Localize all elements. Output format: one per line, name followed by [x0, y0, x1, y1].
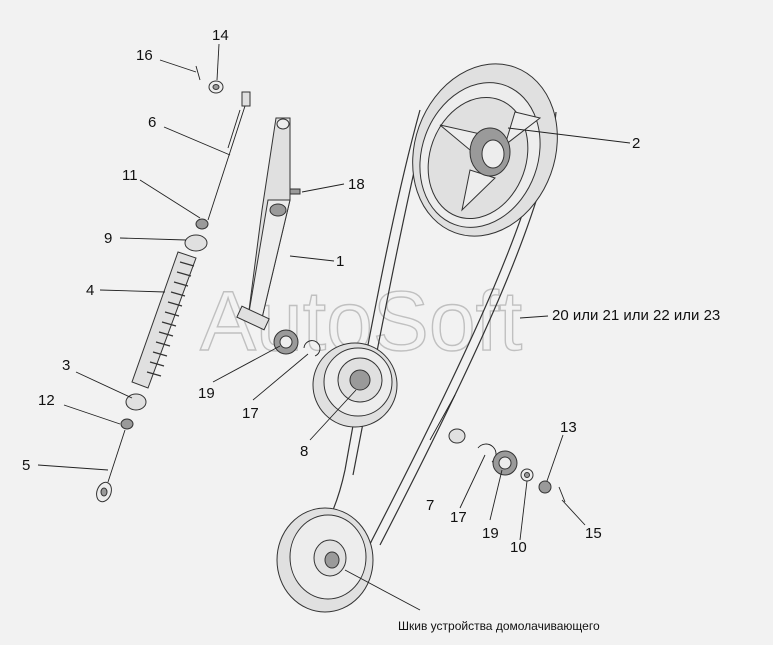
washer-10	[520, 468, 534, 482]
nut-12	[120, 418, 134, 430]
bearing-right	[492, 450, 518, 476]
label-15: 15	[585, 525, 602, 542]
label-12: 12	[38, 392, 55, 409]
label-19-left: 19	[198, 385, 215, 402]
label-16: 16	[136, 47, 153, 64]
tension-arm	[236, 117, 291, 331]
spacer-7	[448, 428, 466, 444]
label-3: 3	[62, 357, 70, 374]
part-labels: 1 2 3 4 5 6 7 8 9 10 11 12 13 14 15 16 1…	[22, 27, 720, 633]
bolt-18	[289, 188, 301, 195]
label-6: 6	[148, 114, 156, 131]
label-17-left: 17	[242, 405, 259, 422]
label-13: 13	[560, 419, 577, 436]
label-20-23: 20 или 21 или 22 или 23	[552, 307, 720, 324]
leader-lines	[37, 43, 631, 611]
label-7: 7	[426, 497, 434, 514]
bearing-left	[273, 329, 299, 355]
label-17-right: 17	[450, 509, 467, 526]
label-11: 11	[122, 167, 138, 184]
spring-seat-9	[184, 234, 208, 252]
tension-pulley	[312, 342, 398, 428]
label-1: 1	[336, 253, 344, 270]
label-5: 5	[22, 457, 30, 474]
label-9: 9	[104, 230, 112, 247]
label-19-right: 19	[482, 525, 499, 542]
washer-14	[208, 80, 224, 94]
nut-13	[538, 480, 552, 494]
cotter-pin-15	[558, 486, 566, 503]
nut-11	[195, 218, 209, 230]
label-8: 8	[300, 443, 308, 460]
cotter-pin-16	[195, 65, 201, 81]
eye-bolt	[96, 429, 126, 503]
label-4: 4	[86, 282, 94, 299]
large-pulley	[412, 63, 558, 237]
circlip-left	[303, 340, 321, 357]
label-18: 18	[348, 176, 365, 193]
label-14: 14	[212, 27, 229, 44]
label-2: 2	[632, 135, 640, 152]
spring	[131, 251, 197, 389]
threshing-device-pulley	[276, 507, 374, 613]
caption-pulley: Шкив устройства домолачивающего	[398, 619, 600, 633]
label-10: 10	[510, 539, 527, 556]
threaded-rod	[207, 91, 251, 221]
